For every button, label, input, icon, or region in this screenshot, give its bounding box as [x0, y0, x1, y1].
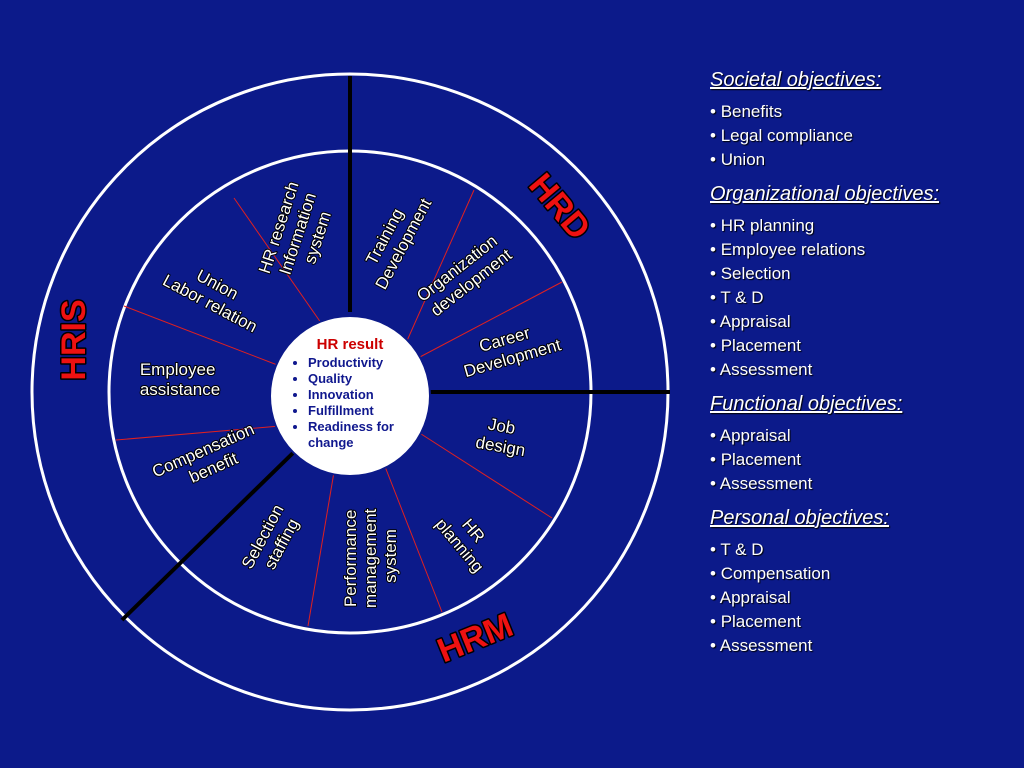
segment-employee-assistance-line: assistance: [140, 380, 220, 399]
hr-result-item: Fulfillment: [308, 403, 428, 419]
segment-job-design: Job design: [474, 413, 530, 460]
spoke: [115, 425, 281, 441]
zone-dividers: [120, 76, 670, 622]
objective-list: HR planning Employee relations Selection…: [710, 214, 1016, 382]
objective-item: Benefits: [710, 100, 1016, 124]
objective-item: Employee relations: [710, 238, 1016, 262]
objective-item: Selection: [710, 262, 1016, 286]
segment-selection-staffing: Selection staffing: [238, 497, 307, 581]
segment-org-development: Organization development: [414, 229, 518, 322]
spoke: [233, 197, 327, 331]
segment-employee-assistance: Employee assistance: [140, 360, 220, 399]
objective-item: T & D: [710, 286, 1016, 310]
hr-wheel-diagram: HRD HRIS HRM HR research Information sys…: [30, 72, 670, 712]
objective-title: Organizational objectives:: [710, 183, 940, 205]
segment-training: Training Development: [354, 186, 436, 293]
segment-employee-assistance-line: Employee: [140, 360, 216, 379]
objective-title: Societal objectives:: [710, 69, 882, 91]
objective-title: Functional objectives:: [710, 393, 903, 415]
objective-item: Placement: [710, 448, 1016, 472]
objective-item: Assessment: [710, 634, 1016, 658]
objective-section-personal: Personal objectives: T & D Compensation …: [710, 504, 1016, 658]
spoke: [401, 189, 475, 353]
divider-bottom-left: [120, 450, 296, 622]
segment-hr-research: HR research Information system: [256, 175, 343, 288]
objective-item: Assessment: [710, 472, 1016, 496]
hr-result-title: HR result: [316, 336, 384, 353]
segment-performance-management-line: management: [361, 508, 380, 608]
objective-section-organizational: Organizational objectives: HR planning E…: [710, 180, 1016, 382]
objective-item: Assessment: [710, 358, 1016, 382]
hr-result-item: Readiness for change: [308, 419, 428, 451]
objective-item: Appraisal: [710, 310, 1016, 334]
segment-job-design-line: Job: [486, 415, 516, 438]
segment-spokes: [115, 189, 563, 627]
objective-list: Benefits Legal compliance Union: [710, 100, 1016, 172]
zone-label-hris: HRIS: [55, 299, 93, 380]
hr-result-panel: HR result Productivity Quality Innovatio…: [272, 318, 428, 474]
hr-result-item: Innovation: [308, 387, 428, 403]
hr-result-item: Quality: [308, 371, 428, 387]
objective-list: Appraisal Placement Assessment: [710, 424, 1016, 496]
spoke: [383, 463, 443, 613]
center-circle: [269, 315, 431, 477]
hr-result-list: Productivity Quality Innovation Fulfillm…: [272, 355, 428, 451]
objective-item: Appraisal: [710, 424, 1016, 448]
segment-hr-planning: HR planning: [431, 502, 502, 576]
objective-item: Compensation: [710, 562, 1016, 586]
spoke: [307, 471, 335, 627]
segment-performance-management-line: system: [381, 529, 400, 583]
spoke: [123, 305, 281, 367]
spoke: [417, 431, 553, 519]
objective-item: T & D: [710, 538, 1016, 562]
objective-item: Placement: [710, 610, 1016, 634]
segment-compensation-benefit: Compensation benefit: [149, 418, 269, 500]
objective-item: Appraisal: [710, 586, 1016, 610]
objective-section-functional: Functional objectives: Appraisal Placeme…: [710, 390, 1016, 496]
segment-union-labor-relation: Union Labor relation: [159, 253, 269, 336]
objectives-panel: Societal objectives: Benefits Legal comp…: [710, 66, 1016, 666]
segment-performance-management: Performance management system: [341, 504, 400, 608]
spoke: [417, 281, 563, 359]
objective-item: Legal compliance: [710, 124, 1016, 148]
objective-title: Personal objectives:: [710, 507, 889, 529]
hr-result-item: Productivity: [308, 355, 428, 371]
zone-label-hrm: HRM: [432, 606, 518, 670]
objective-item: Placement: [710, 334, 1016, 358]
objective-list: T & D Compensation Appraisal Placement A…: [710, 538, 1016, 658]
segment-career-development: Career Development: [456, 316, 563, 381]
segment-job-design-line: design: [474, 433, 527, 460]
objective-section-societal: Societal objectives: Benefits Legal comp…: [710, 66, 1016, 172]
objective-item: HR planning: [710, 214, 1016, 238]
objective-item: Union: [710, 148, 1016, 172]
segment-performance-management-line: Performance: [341, 510, 360, 607]
